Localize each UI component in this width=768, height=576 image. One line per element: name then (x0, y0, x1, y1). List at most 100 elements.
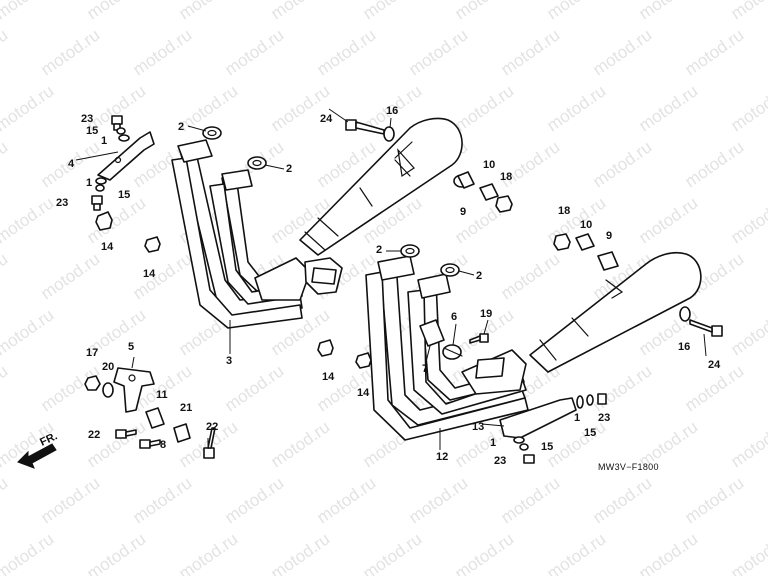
nut-17 (84, 375, 101, 391)
callout: 12 (436, 451, 448, 463)
callout: 2 (376, 244, 382, 256)
collar-9-left (453, 171, 475, 189)
right-exhaust-pipes (365, 255, 529, 441)
watermark-text: motod.ru (589, 137, 655, 191)
watermark-text: motod.ru (0, 473, 11, 527)
watermark-text: motod.ru (129, 25, 195, 79)
watermark-text: motod.ru (635, 193, 701, 247)
watermark-text: motod.ru (175, 0, 241, 23)
washer-15-rear (586, 394, 594, 406)
callout: 2 (178, 121, 184, 133)
washer-19 (102, 382, 114, 398)
watermark-text: motod.ru (589, 361, 655, 415)
watermark-text: motod.ru (635, 81, 701, 135)
callout: 10 (483, 159, 495, 171)
bolt-21 (203, 427, 216, 459)
bolt-23-rear (597, 393, 607, 405)
watermark-text: motod.ru (267, 529, 333, 576)
washer-1-low (95, 177, 107, 185)
callout: 6 (451, 311, 457, 323)
washer-16-right (679, 306, 691, 322)
watermark-text: motod.ru (0, 249, 11, 303)
washer-15-top (116, 127, 126, 135)
watermark-text: motod.ru (37, 473, 103, 527)
watermark-text: motod.ru (37, 249, 103, 303)
gasket-2b (247, 156, 267, 170)
watermark-text: motod.ru (0, 361, 11, 415)
watermark-text: motod.ru (727, 193, 768, 247)
callout: 22 (88, 429, 100, 441)
bolt-23-right (523, 454, 535, 464)
watermark-text: motod.ru (267, 0, 333, 23)
callout: 2 (286, 163, 292, 175)
watermark-text: motod.ru (681, 137, 747, 191)
bracket-4 (97, 131, 155, 181)
watermark-text: motod.ru (0, 0, 57, 23)
watermark-text: motod.ru (497, 25, 563, 79)
callout: 2 (476, 270, 482, 282)
watermark-text: motod.ru (0, 25, 11, 79)
washer-15-right (519, 443, 529, 451)
watermark-text: motod.ru (635, 0, 701, 23)
callout: 15 (541, 441, 553, 453)
callout: 11 (156, 389, 168, 401)
left-exhaust-pipes (171, 139, 343, 329)
nut-14b (144, 236, 161, 253)
watermark-text: motod.ru (0, 529, 57, 576)
watermark-text: motod.ru (129, 249, 195, 303)
heat-shield-13 (499, 397, 577, 439)
watermark-text: motod.ru (451, 529, 517, 576)
callout: 22 (206, 421, 218, 433)
callout: 5 (128, 341, 134, 353)
callout: 7 (422, 363, 428, 375)
callout: 21 (180, 402, 192, 414)
left-muffler (299, 117, 463, 256)
callout: 1 (574, 412, 580, 424)
watermark-text: motod.ru (681, 25, 747, 79)
watermark-text: motod.ru (497, 249, 563, 303)
diagram-code: MW3V−F1800 (598, 462, 659, 472)
watermark-text: motod.ru (543, 81, 609, 135)
bolt-22-right (139, 439, 161, 449)
callout-labels: 23 15 1 4 1 15 23 14 14 2 2 3 24 16 10 1… (56, 105, 721, 467)
nut-18-right (553, 233, 571, 251)
callout: 1 (490, 437, 496, 449)
watermark-text: motod.ru (405, 473, 471, 527)
washer-1-rear (576, 395, 584, 409)
rubber-10-right (575, 233, 595, 251)
callout: 14 (357, 387, 370, 399)
watermark-text: motod.ru (0, 193, 57, 247)
collar-12 (173, 423, 191, 443)
watermark-text: motod.ru (589, 473, 655, 527)
callout: 20 (102, 361, 114, 373)
callout: 17 (86, 347, 98, 359)
watermark-text: motod.ru (359, 0, 425, 23)
clamp-6 (442, 344, 463, 360)
right-muffler (529, 251, 702, 373)
callout: 9 (460, 206, 466, 218)
callout: 13 (472, 421, 484, 433)
watermark-text: motod.ru (681, 473, 747, 527)
watermark-text: motod.ru (727, 417, 768, 471)
watermark-text: motod.ru (313, 25, 379, 79)
washer-15-low (95, 184, 105, 192)
gasket-2c (400, 244, 420, 258)
callout: 23 (56, 197, 68, 209)
callout: 23 (494, 455, 506, 467)
collar-11 (145, 407, 165, 429)
callout: 4 (68, 158, 75, 170)
bolt-24-right (689, 319, 723, 337)
bolt-23-low (91, 195, 103, 211)
callout: 1 (101, 135, 107, 147)
bolt-22-left (115, 429, 137, 439)
watermark-text: motod.ru (589, 25, 655, 79)
washer-16-left (383, 126, 395, 142)
watermark-text: motod.ru (0, 81, 57, 135)
leader-lines (75, 108, 707, 450)
nut-14c (317, 339, 334, 357)
callout: 24 (320, 113, 333, 125)
watermark-text: motod.ru (37, 25, 103, 79)
callout: 1 (86, 177, 92, 189)
